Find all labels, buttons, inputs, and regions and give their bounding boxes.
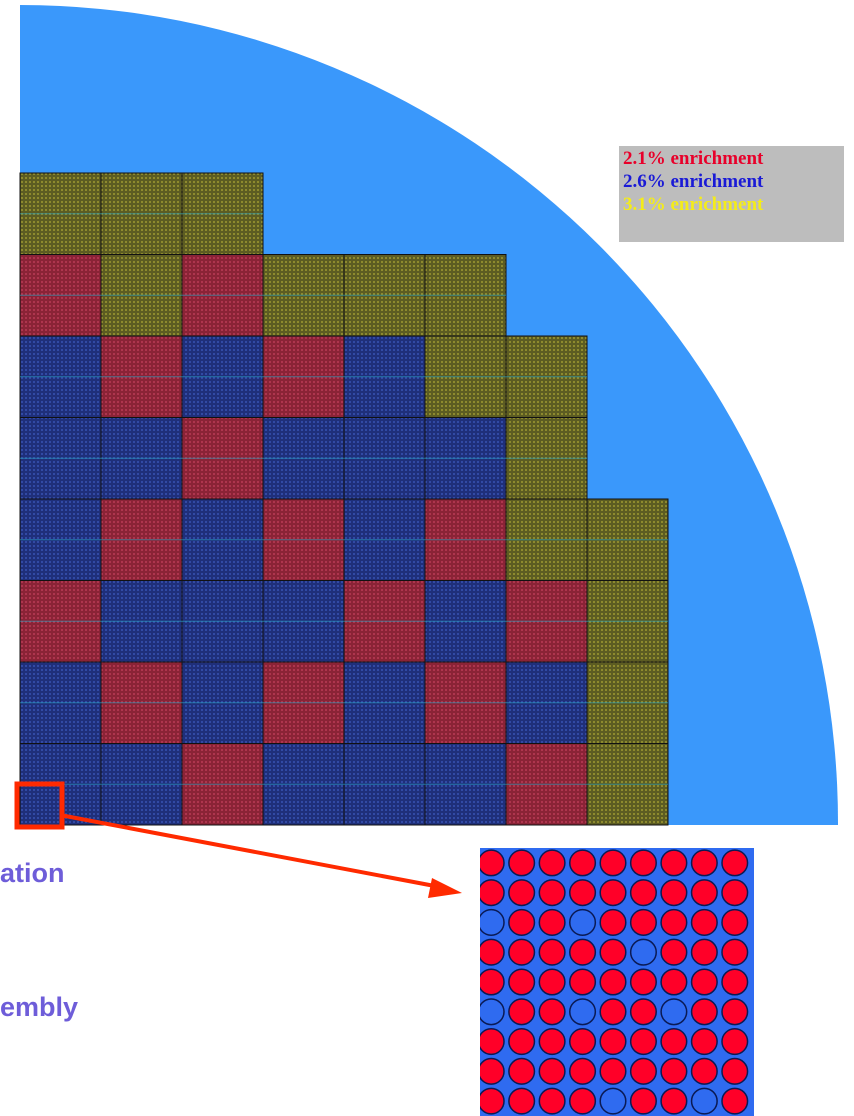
fuel-pin: [660, 1028, 688, 1056]
fuel-pin: [721, 1057, 749, 1085]
fuel-pin: [629, 1028, 657, 1056]
assembly-pin-lattice-zoom: [480, 848, 754, 1116]
fuel-pin: [508, 938, 536, 966]
fuel-pin: [660, 938, 688, 966]
fuel-pin: [629, 849, 657, 877]
fuel-pin: [660, 908, 688, 936]
fuel-pin: [660, 968, 688, 996]
fuel-pin: [569, 1057, 597, 1085]
fuel-pin: [480, 938, 505, 966]
fuel-pin: [538, 998, 566, 1026]
guide-tube-pin: [660, 998, 688, 1026]
fuel-pin: [690, 998, 718, 1026]
fuel-pin: [538, 1087, 566, 1115]
fuel-pin: [629, 998, 657, 1026]
fuel-pin: [629, 908, 657, 936]
fuel-pin: [599, 908, 627, 936]
fuel-pin: [690, 908, 718, 936]
fuel-pin: [629, 1057, 657, 1085]
fuel-pin: [508, 1087, 536, 1115]
fuel-pin: [721, 1028, 749, 1056]
fuel-pin: [599, 938, 627, 966]
guide-tube-pin: [690, 1087, 718, 1115]
fuel-pin: [690, 968, 718, 996]
fuel-pin: [569, 1028, 597, 1056]
guide-tube-pin: [480, 998, 505, 1026]
fuel-pin: [569, 849, 597, 877]
guide-tube-pin: [599, 1087, 627, 1115]
callout-arrow: [59, 813, 441, 889]
fuel-pin: [508, 908, 536, 936]
caption-line-2: embly: [0, 992, 79, 1022]
fuel-pin: [660, 1087, 688, 1115]
fuel-pin: [599, 879, 627, 907]
fuel-pin: [599, 1057, 627, 1085]
fuel-pin: [660, 849, 688, 877]
fuel-pin: [508, 1028, 536, 1056]
fuel-pin: [569, 879, 597, 907]
fuel-pin: [480, 968, 505, 996]
fuel-pin: [629, 968, 657, 996]
callout-arrowhead: [428, 878, 462, 898]
fuel-pin: [538, 849, 566, 877]
guide-tube-pin: [480, 908, 505, 936]
fuel-pin: [721, 938, 749, 966]
fuel-pin: [508, 1057, 536, 1085]
fuel-pin: [480, 1087, 505, 1115]
pin-cells: [480, 849, 749, 1115]
fuel-pin: [721, 879, 749, 907]
fuel-pin: [629, 879, 657, 907]
fuel-pin: [721, 849, 749, 877]
fuel-pin: [538, 1057, 566, 1085]
fuel-pin: [721, 998, 749, 1026]
legend-item-2-6: 2.6% enrichment: [623, 171, 764, 192]
fuel-pin: [508, 968, 536, 996]
fuel-pin: [721, 968, 749, 996]
fuel-pin: [599, 849, 627, 877]
fuel-pin: [538, 879, 566, 907]
fuel-pin: [538, 968, 566, 996]
fuel-pin: [569, 938, 597, 966]
fuel-pin: [538, 1028, 566, 1056]
fuel-pin: [508, 849, 536, 877]
fuel-pin: [480, 1057, 505, 1085]
fuel-pin: [690, 938, 718, 966]
fuel-pin: [690, 1028, 718, 1056]
fuel-pin: [480, 849, 505, 877]
fuel-pin: [660, 879, 688, 907]
fuel-pin: [480, 1028, 505, 1056]
guide-tube-pin: [629, 938, 657, 966]
fuel-pin: [660, 1057, 688, 1085]
fuel-pin: [721, 1087, 749, 1115]
fuel-pin: [538, 908, 566, 936]
fuel-pin: [599, 968, 627, 996]
fuel-pin: [569, 1087, 597, 1115]
selected-assembly-callout-box: [14, 781, 65, 830]
fuel-pin: [599, 998, 627, 1026]
assembly-boundary-lines: [20, 213, 668, 785]
guide-tube-pin: [569, 908, 597, 936]
fuel-pin: [480, 879, 505, 907]
fuel-pin: [569, 968, 597, 996]
fuel-pin: [690, 879, 718, 907]
legend-item-2-1: 2.1% enrichment: [623, 148, 764, 169]
enrichment-legend: 2.1% enrichment 2.6% enrichment 3.1% enr…: [619, 146, 844, 242]
fuel-pin: [538, 938, 566, 966]
legend-item-3-1: 3.1% enrichment: [623, 194, 764, 215]
guide-tube-pin: [569, 998, 597, 1026]
caption-line-1: ation: [0, 858, 65, 888]
fuel-pin: [599, 1028, 627, 1056]
fuel-pin: [690, 1057, 718, 1085]
fuel-pin: [721, 908, 749, 936]
fuel-pin: [690, 849, 718, 877]
fuel-pin: [508, 879, 536, 907]
fuel-pin: [508, 998, 536, 1026]
fuel-pin: [629, 1087, 657, 1115]
